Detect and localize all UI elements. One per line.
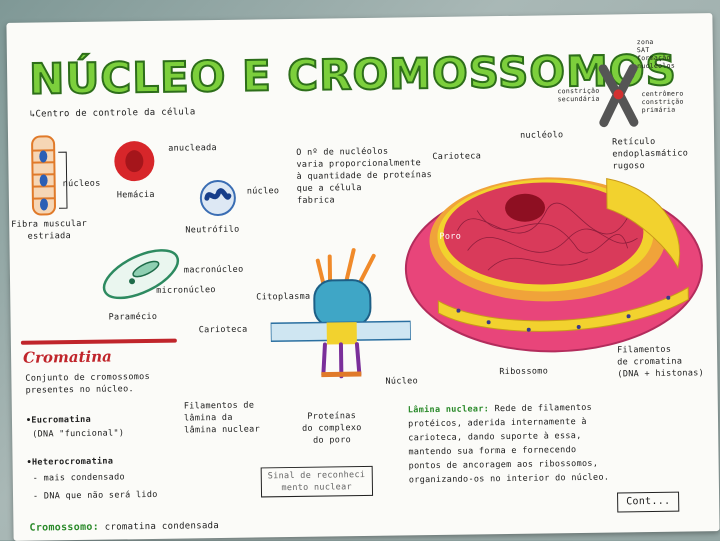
filamentos-cromatina-label: Filamentos de cromatina (DNA + histonas) <box>617 343 704 380</box>
paramecio-label: Paramécio <box>108 311 157 324</box>
filamentos-lamina-label: Filamentos de lâmina da lâmina nuclear <box>184 399 260 436</box>
hemacia-illustration <box>110 137 159 186</box>
poro-label: Poro <box>439 231 461 243</box>
citoplasma-label: Citoplasma <box>256 291 310 304</box>
cromatina-underline <box>21 339 177 345</box>
carioteca-pore-label: Carioteca <box>199 324 248 337</box>
carioteca-diagram-label: Carioteca <box>432 150 481 163</box>
eucromatina-label: •Eucromatina <box>26 414 91 427</box>
zona-sat-label: zona SAT formação nucléolos <box>637 38 675 71</box>
heterocromatina-desc-2: - DNA que não será lido <box>33 489 158 503</box>
nucleolo-label: nucléolo <box>520 129 564 142</box>
cont-button[interactable]: Cont... <box>617 492 680 513</box>
cromossomo-label: Cromossomo: <box>29 522 99 534</box>
centromero-label: centrômero constrição primária <box>641 90 683 115</box>
micronucleo-label: micronúcleo <box>156 284 216 297</box>
constricao-secundaria-label: constrição secundária <box>557 87 599 104</box>
macronucleo-label: macronúcleo <box>184 264 244 277</box>
paramecio-illustration <box>95 238 186 309</box>
cromatina-definition: Conjunto de cromossomos presentes no núc… <box>25 371 150 397</box>
lamina-nuclear-rest: protéicos, aderida internamente à cariot… <box>408 417 609 485</box>
cromossomo-definition: cromatina condensada <box>105 521 220 533</box>
heterocromatina-label: •Heterocromatina <box>26 456 113 469</box>
eucromatina-desc: (DNA "funcional") <box>32 427 124 440</box>
fibra-label: Fibra muscular estriada <box>11 218 87 243</box>
reticulo-label: Retículo endoplasmático rugoso <box>612 135 688 172</box>
proteinas-poro-label: Proteínas do complexo do poro <box>302 410 362 447</box>
muscle-fiber-illustration <box>22 132 73 219</box>
hemacia-label: Hemácia <box>117 189 155 202</box>
lamina-nuclear-line1: Rede de filamentos <box>489 403 592 414</box>
cromatina-heading: Cromatina <box>23 348 112 367</box>
lamina-nuclear-text: Lâmina nuclear: Rede de filamentos proté… <box>408 401 610 488</box>
subtitle: ↳Centro de controle da célula <box>30 106 196 120</box>
cromossomo-line: Cromossomo: cromatina condensada <box>29 520 219 535</box>
nuclear-pore-illustration <box>270 245 412 383</box>
nucleus-cross-section-illustration <box>396 147 711 357</box>
lamina-nuclear-label: Lâmina nuclear: <box>408 404 489 415</box>
anucleada-label: anucleada <box>168 142 217 155</box>
neutrofilo-illustration <box>197 178 240 219</box>
chromosome-illustration <box>593 64 644 129</box>
nucleo-pore-label: Núcleo <box>385 375 418 387</box>
nucleos-label: núcleos <box>63 178 101 191</box>
sinal-reconhecimento-box: Sinal de reconheci mento nuclear <box>261 466 373 498</box>
nucleo-cell-label: núcleo <box>247 185 280 197</box>
heterocromatina-desc-1: - mais condensado <box>33 471 125 484</box>
neutrofilo-label: Neutrófilo <box>185 224 239 237</box>
ribossomo-label: Ribossomo <box>499 365 548 378</box>
study-card: NÚCLEO E CROMOSSOMOS ↳Centro de controle… <box>6 13 719 541</box>
